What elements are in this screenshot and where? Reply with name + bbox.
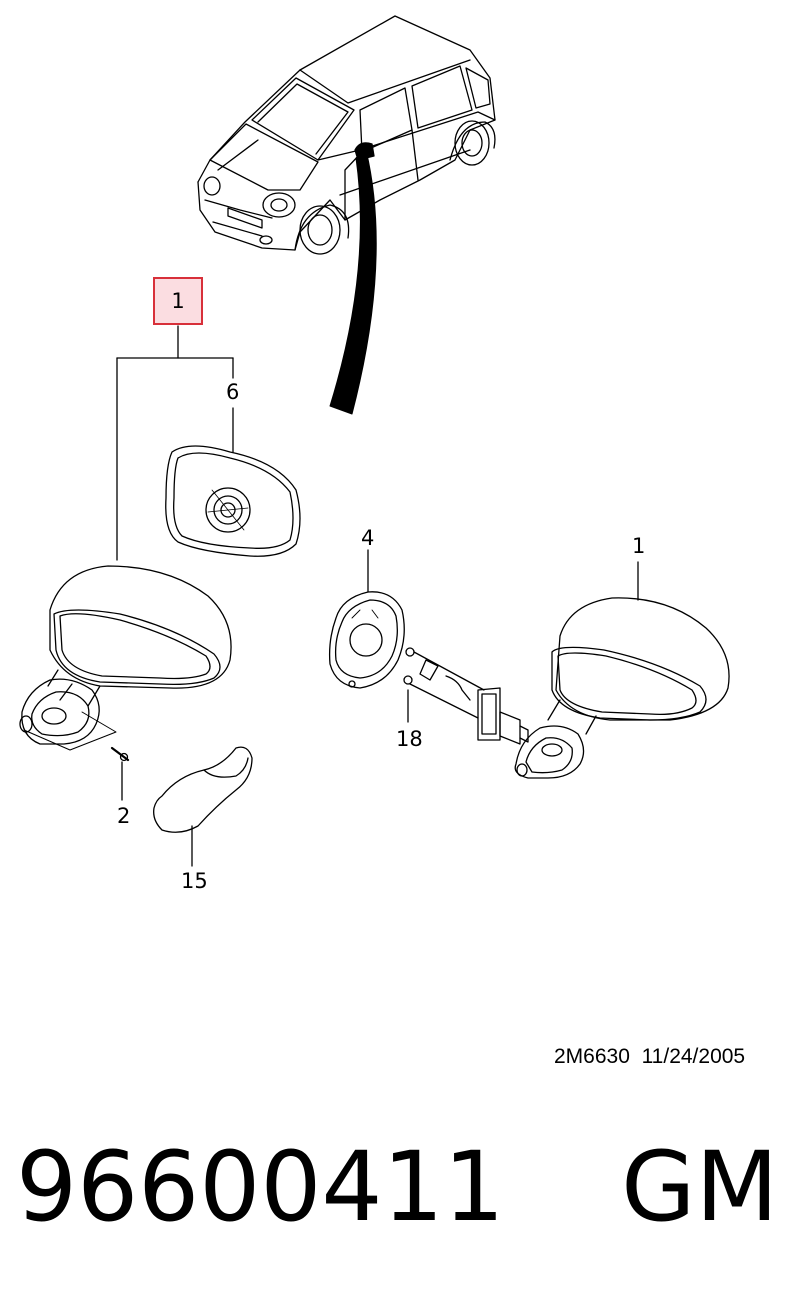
- callout-1-right-label: 1: [632, 534, 646, 558]
- mirror-assembly-right: [514, 597, 730, 779]
- callout-2-label: 2: [117, 804, 131, 828]
- callout-1-label: 1: [171, 289, 185, 313]
- car-illustration: [197, 15, 496, 255]
- callout-6-label: 6: [226, 380, 240, 404]
- drawing-date: 11/24/2005: [641, 1045, 746, 1068]
- mirror-assembly-left: [19, 565, 232, 762]
- part-footer: 96600411 GM: [16, 1132, 778, 1242]
- callout-4-label: 4: [361, 526, 375, 550]
- cover-part: [153, 746, 253, 833]
- drawing-code: 2M6630: [554, 1045, 630, 1068]
- callout-18-label: 18: [396, 727, 423, 751]
- callout-15-label: 15: [181, 869, 208, 893]
- backing-plate-part: [328, 591, 405, 689]
- mirror-glass-part: [165, 445, 301, 557]
- callout-main-assembly-highlight[interactable]: 1: [153, 277, 203, 325]
- location-pointer: [329, 149, 377, 415]
- drawing-reference: 2M6630 11/24/2005: [554, 1045, 745, 1069]
- part-number: 96600411: [16, 1131, 505, 1243]
- actuator-shaft-part: [403, 647, 529, 745]
- leader-lines: [116, 325, 639, 867]
- brand-label: GM: [621, 1131, 779, 1243]
